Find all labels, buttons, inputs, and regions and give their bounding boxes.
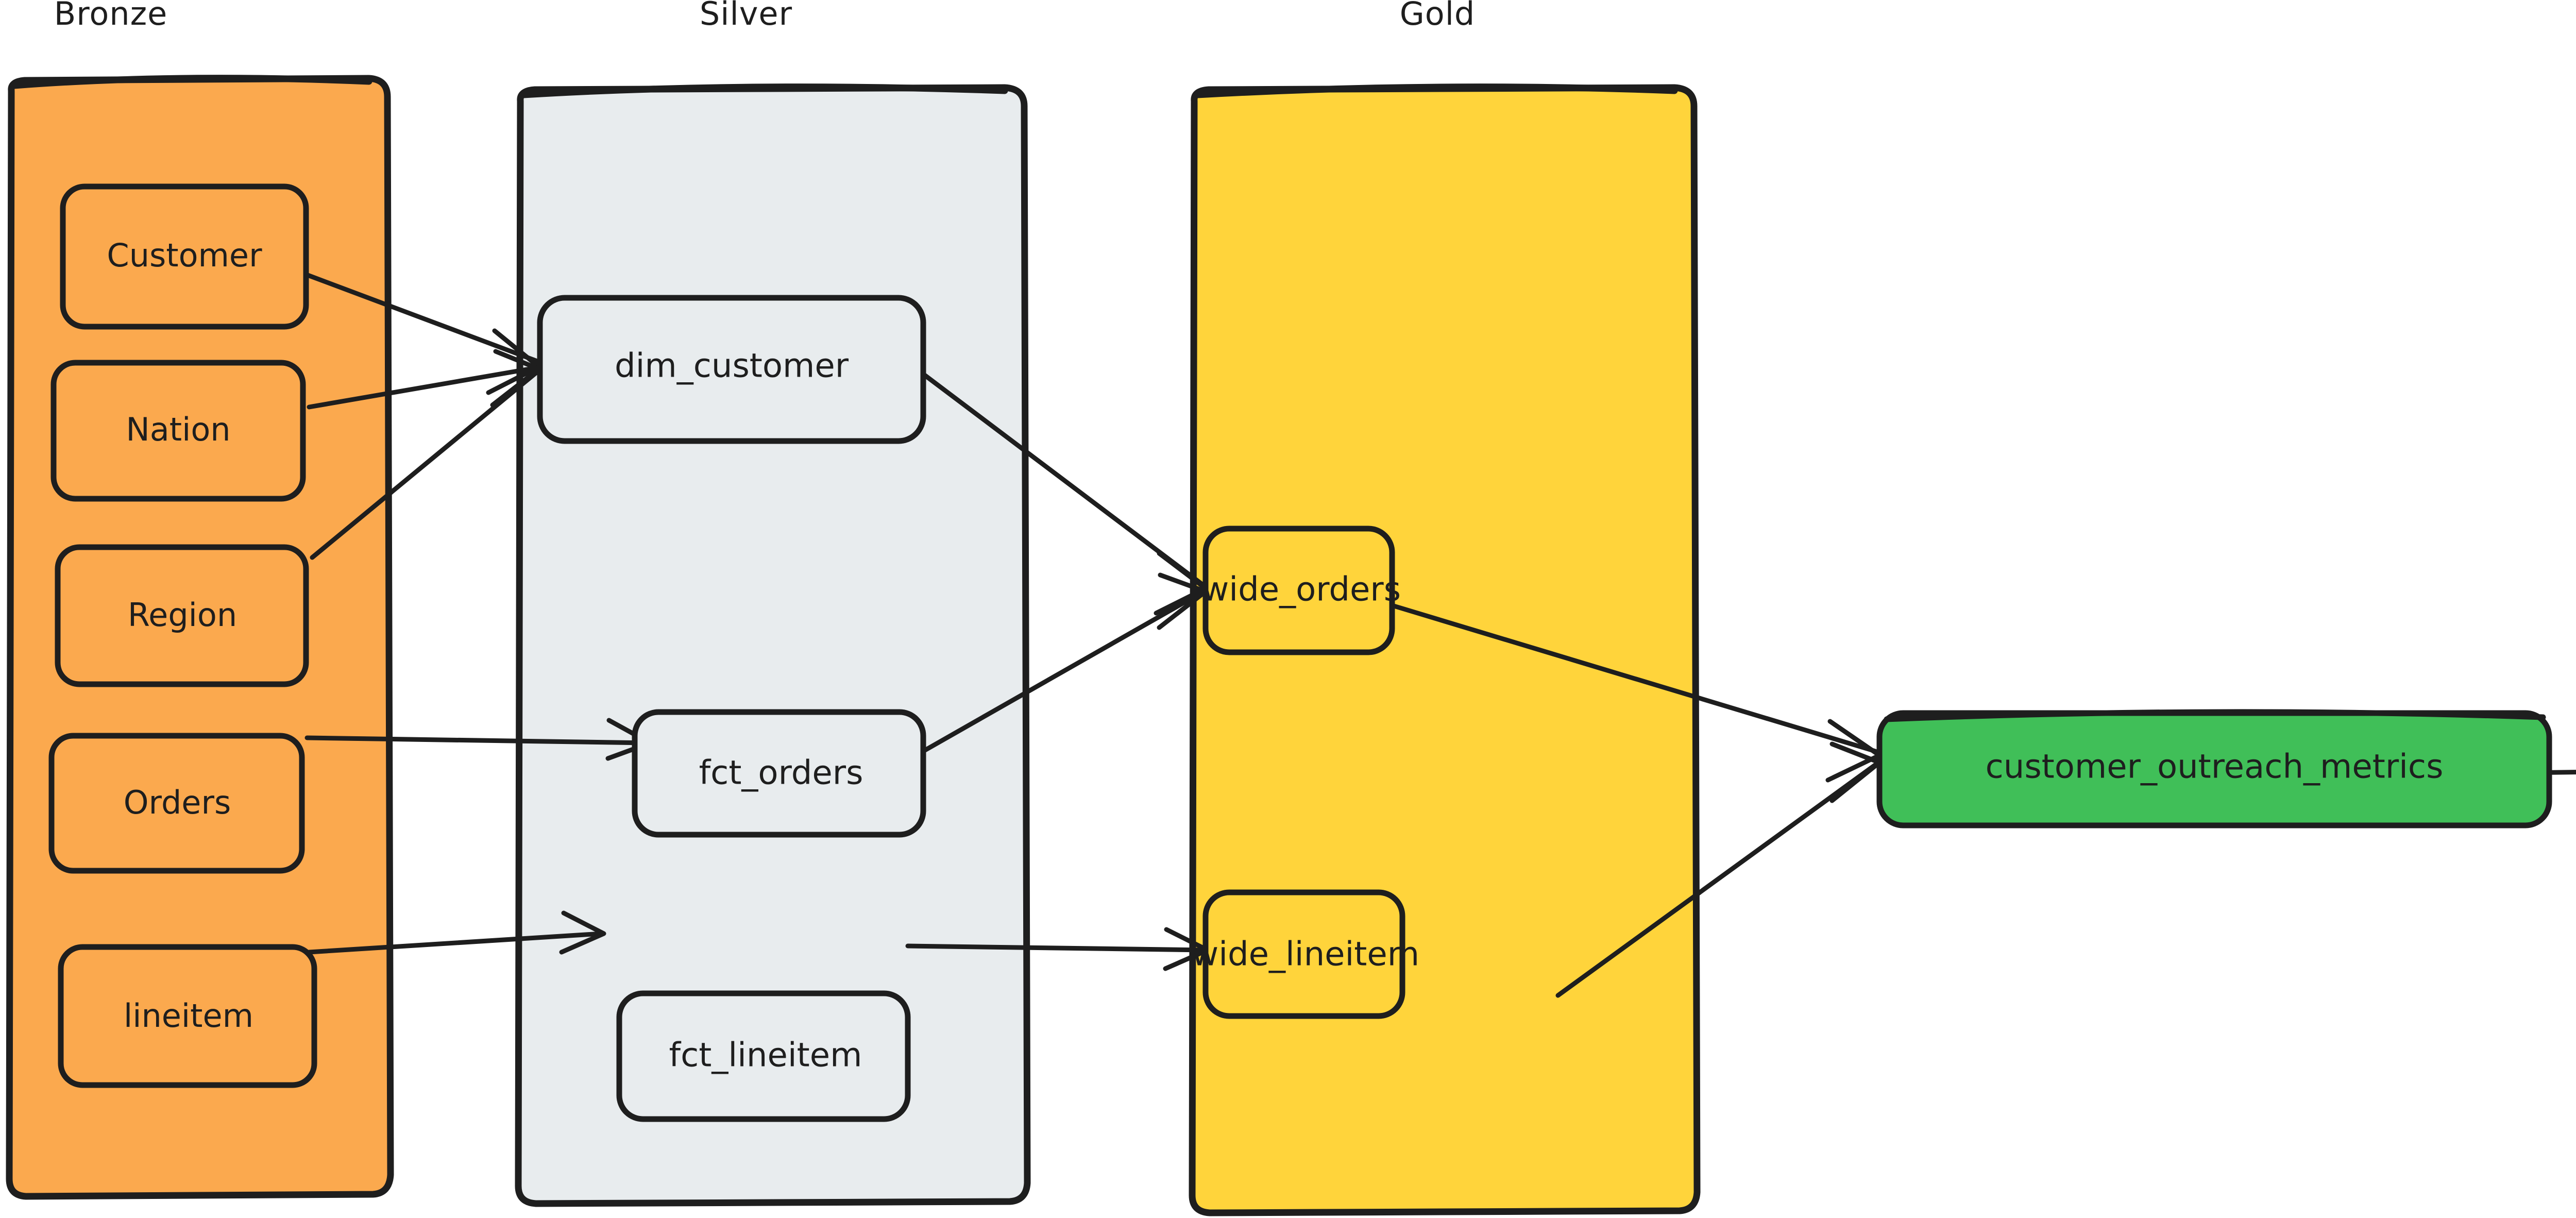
- layer-title-gold: Gold: [1400, 0, 1476, 32]
- node-customer-outreach-metrics[interactable]: customer_outreach_metrics: [1876, 709, 2552, 828]
- node-lineitem[interactable]: lineitem: [58, 944, 317, 1088]
- node-label-wide-lineitem: wide_lineitem: [1192, 936, 1419, 974]
- node-label-dim-customer: dim_customer: [615, 347, 849, 385]
- node-label-orders: Orders: [124, 784, 231, 821]
- edge-nation-to-dim-customer: [307, 365, 538, 410]
- arrowhead-fct-lineitem: [559, 910, 606, 955]
- layer-title-bronze: Bronze: [54, 0, 168, 32]
- node-label-region: Region: [128, 596, 237, 634]
- edge-region-to-dim-customer: [310, 370, 538, 560]
- node-label-fct-orders: fct_orders: [699, 754, 863, 792]
- edge-customer-to-dim-customer: [302, 272, 538, 363]
- edge-lineitem-to-fct-lineitem: [307, 931, 604, 955]
- node-customer[interactable]: Customer: [60, 183, 309, 330]
- edge-dim-customer-to-wide-orders: [921, 371, 1206, 588]
- edge-wide-orders-to-metrics: [1384, 601, 1878, 754]
- node-fct-lineitem[interactable]: fct_lineitem: [616, 990, 911, 1122]
- node-wide-lineitem[interactable]: wide_lineitem: [1192, 889, 1419, 1019]
- edge-fct-orders-to-wide-orders: [921, 589, 1206, 754]
- node-fct-orders[interactable]: fct_orders: [632, 709, 926, 838]
- edge-fct-lineitem-to-wide-lineitem: [905, 943, 1208, 953]
- edge-wide-lineitem-to-metrics: [1555, 760, 1881, 998]
- node-label-wide-orders: wide_orders: [1202, 571, 1401, 609]
- node-wide-orders[interactable]: wide_orders: [1202, 526, 1401, 655]
- node-orders[interactable]: Orders: [48, 733, 305, 874]
- node-label-nation: Nation: [126, 411, 230, 448]
- node-dim-customer[interactable]: dim_customer: [537, 295, 926, 444]
- node-nation[interactable]: Nation: [50, 360, 306, 502]
- node-label-customer: Customer: [107, 236, 262, 274]
- edge-orders-to-fct-orders: [304, 735, 651, 746]
- node-label-lineitem: lineitem: [124, 997, 253, 1035]
- node-label-fct-lineitem: fct_lineitem: [669, 1037, 862, 1075]
- node-region[interactable]: Region: [55, 544, 309, 687]
- node-label-customer-outreach-metrics: customer_outreach_metrics: [1986, 748, 2444, 786]
- layer-title-silver: Silver: [700, 0, 792, 32]
